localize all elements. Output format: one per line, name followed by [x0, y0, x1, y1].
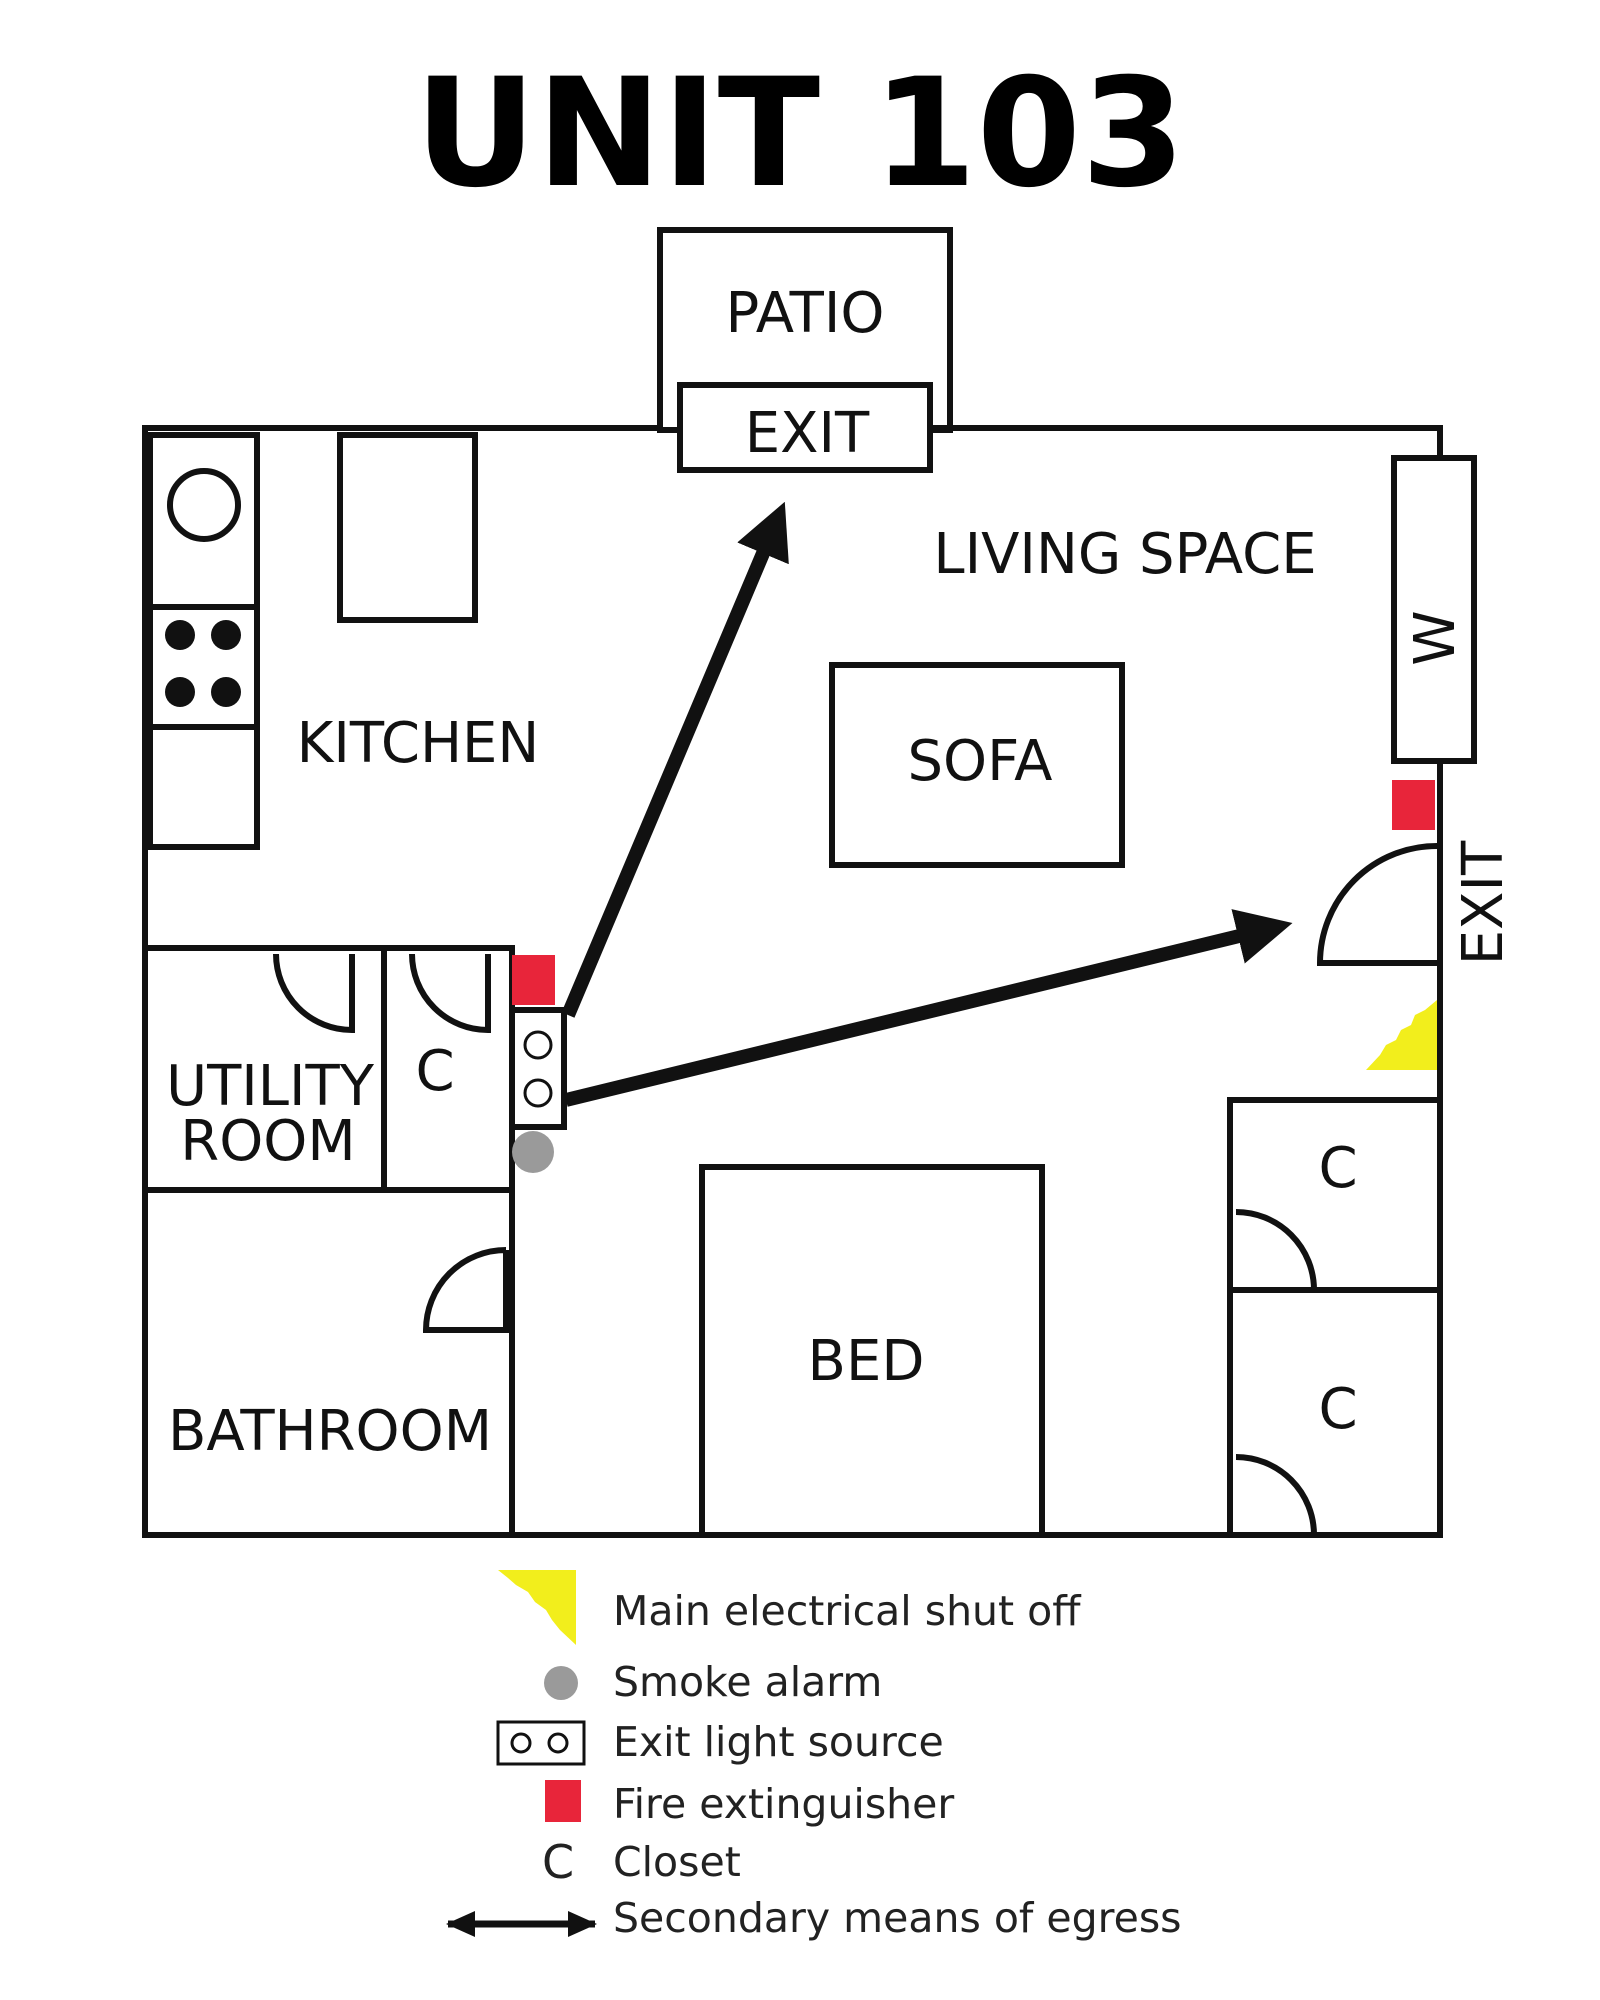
legend-egress-arrow-left [446, 1911, 475, 1937]
sofa [829, 662, 1125, 868]
legend-closet-symbol: C [542, 1835, 574, 1889]
legend-exit-light-bulb [510, 1732, 532, 1754]
legend-electrical-icon [498, 1570, 576, 1645]
closet-upper-right-label: C [1318, 1136, 1357, 1201]
burner-icon [165, 620, 195, 650]
closet-door [409, 953, 491, 1034]
legend-egress-label: Secondary means of egress [613, 1894, 1182, 1942]
fire-extinguisher-icon [1392, 780, 1435, 830]
electrical-shutoff-icon [1366, 1000, 1437, 1070]
unit-title: UNIT 103 [415, 47, 1186, 221]
fridge [337, 432, 478, 623]
legend-extinguisher-label: Fire extinguisher [613, 1780, 954, 1828]
exit-top-door [677, 382, 933, 473]
smoke-alarm-icon [512, 1131, 554, 1173]
legend-exit-light-icon [496, 1720, 586, 1766]
exit-light-bulb [523, 1030, 553, 1060]
utility-door [273, 953, 355, 1034]
sofa-label: SOFA [907, 729, 1052, 794]
washer-label: W [1403, 610, 1468, 665]
right-closets-wall [1227, 1097, 1437, 1535]
closet-door-upper [1235, 1209, 1317, 1291]
bed-label: BED [808, 1329, 925, 1394]
legend-smoke-icon [544, 1666, 578, 1700]
burner-icon [211, 620, 241, 650]
bathroom-label: BATHROOM [168, 1399, 492, 1464]
legend-exit-light-label: Exit light source [613, 1718, 944, 1766]
fire-extinguisher-icon [512, 955, 555, 1005]
bed [699, 1164, 1045, 1538]
patio-label: PATIO [726, 281, 885, 346]
exit-top-label: EXIT [745, 401, 870, 466]
exit-light-source-icon [509, 1007, 567, 1130]
oven [147, 432, 260, 610]
bathroom-door [422, 1247, 509, 1333]
sink-circle [167, 468, 241, 542]
stove [147, 604, 260, 730]
legend: Main electrical shut off Smoke alarm Exi… [446, 1570, 1182, 1942]
legend-closet-label: Closet [613, 1838, 741, 1886]
burner-icon [165, 677, 195, 707]
utility-wall [145, 945, 515, 1535]
utility-label-line1: UTILITY [166, 1054, 375, 1119]
exit-right-label: EXIT [1451, 840, 1516, 965]
living-space-label: LIVING SPACE [933, 522, 1316, 587]
closet-door-lower [1235, 1454, 1317, 1536]
counter [147, 724, 260, 850]
utility-label-line2: ROOM [180, 1109, 355, 1174]
washer [1391, 455, 1477, 764]
closet-lower-right-label: C [1318, 1377, 1357, 1442]
exit-right-door [1316, 843, 1438, 966]
closet-utility-label: C [415, 1039, 454, 1104]
egress-arrow-to-exit [564, 909, 1293, 1107]
legend-electrical-label: Main electrical shut off [613, 1587, 1082, 1635]
burner-icon [211, 677, 241, 707]
legend-extinguisher-icon [545, 1780, 581, 1822]
legend-egress-arrow-right [568, 1911, 597, 1937]
legend-exit-light-bulb [547, 1732, 569, 1754]
kitchen-label: KITCHEN [297, 711, 540, 776]
egress-arrow-to-patio [561, 501, 789, 1018]
legend-smoke-label: Smoke alarm [613, 1658, 882, 1706]
exit-light-bulb [523, 1078, 553, 1108]
